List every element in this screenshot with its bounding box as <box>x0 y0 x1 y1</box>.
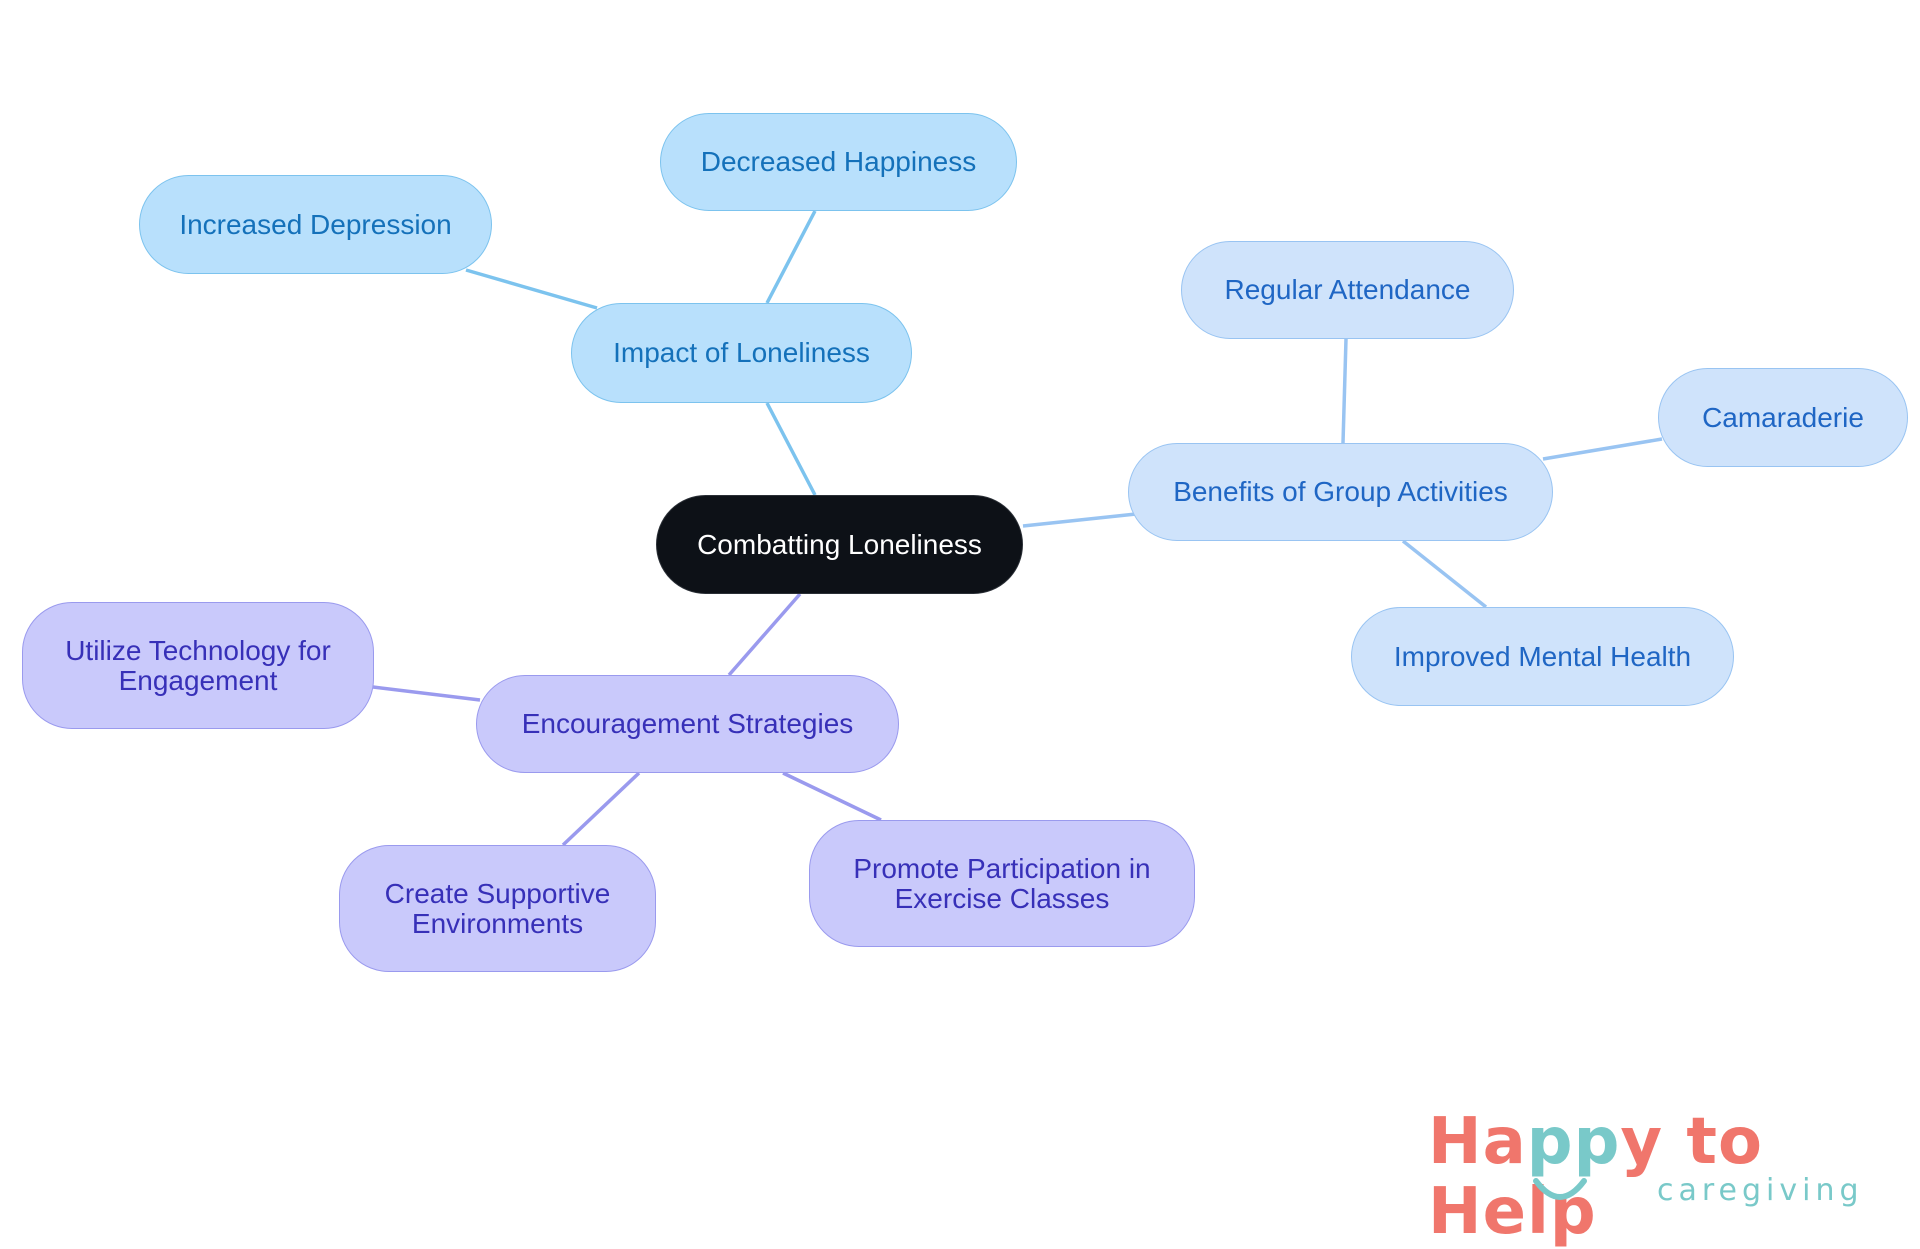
edge-impact-depression <box>465 268 598 310</box>
node-label: Improved Mental Health <box>1393 640 1692 672</box>
connector-lines <box>372 210 1663 847</box>
node-utilize-technology[interactable]: Utilize Technology for Engagement <box>22 602 374 729</box>
edge-benefits-mental <box>1401 539 1488 609</box>
logo-text-part: Ha <box>1428 1105 1527 1179</box>
node-label: Regular Attendance <box>1224 274 1471 305</box>
node-label: Impact of Loneliness <box>613 337 870 368</box>
node-regular-attendance[interactable]: Regular Attendance <box>1181 241 1514 339</box>
edge-encouragement-supportive <box>561 771 641 847</box>
edge-benefits-camaraderie <box>1542 437 1663 461</box>
logo-text-part: pp <box>1526 1105 1621 1179</box>
edge-encouragement-exercise <box>782 771 882 822</box>
edge-impact-happiness <box>765 210 817 304</box>
mind-map: Combatting Loneliness Impact of Loneline… <box>22 113 1908 972</box>
edge-center-impact <box>765 402 817 496</box>
node-label: Benefits of Group Activities <box>1173 476 1508 507</box>
edge-benefits-attendance <box>1341 338 1348 444</box>
happy-to-help-logo: Happy to Help caregiving <box>1420 1105 1900 1247</box>
smile-icon <box>1533 1178 1587 1200</box>
node-label: Promote Participation in Exercise Classe… <box>853 852 1151 914</box>
logo-subtitle: caregiving <box>1657 1173 1864 1208</box>
node-label: Camaraderie <box>1702 401 1864 433</box>
node-decreased-happiness[interactable]: Decreased Happiness <box>660 113 1017 211</box>
edge-encouragement-technology <box>372 685 481 702</box>
node-impact-of-loneliness[interactable]: Impact of Loneliness <box>571 303 912 403</box>
node-increased-depression[interactable]: Increased Depression <box>139 175 492 274</box>
node-label: Create Supportive Environments <box>384 877 611 939</box>
node-center[interactable]: Combatting Loneliness <box>656 495 1023 594</box>
node-camaraderie[interactable]: Camaraderie <box>1658 368 1908 467</box>
node-create-supportive-environments[interactable]: Create Supportive Environments <box>339 845 656 972</box>
node-label: Combatting Loneliness <box>697 528 982 560</box>
node-label: Increased Depression <box>179 208 452 240</box>
edge-center-benefits <box>1022 512 1137 528</box>
node-promote-participation[interactable]: Promote Participation in Exercise Classe… <box>809 820 1195 947</box>
node-encouragement-strategies[interactable]: Encouragement Strategies <box>476 675 899 773</box>
node-benefits-of-group-activities[interactable]: Benefits of Group Activities <box>1128 443 1553 541</box>
node-label: Decreased Happiness <box>700 146 977 177</box>
node-label: Encouragement Strategies <box>521 708 854 739</box>
edge-center-encouragement <box>727 592 802 677</box>
node-improved-mental-health[interactable]: Improved Mental Health <box>1351 607 1734 706</box>
node-label: Utilize Technology for Engagement <box>65 634 331 696</box>
